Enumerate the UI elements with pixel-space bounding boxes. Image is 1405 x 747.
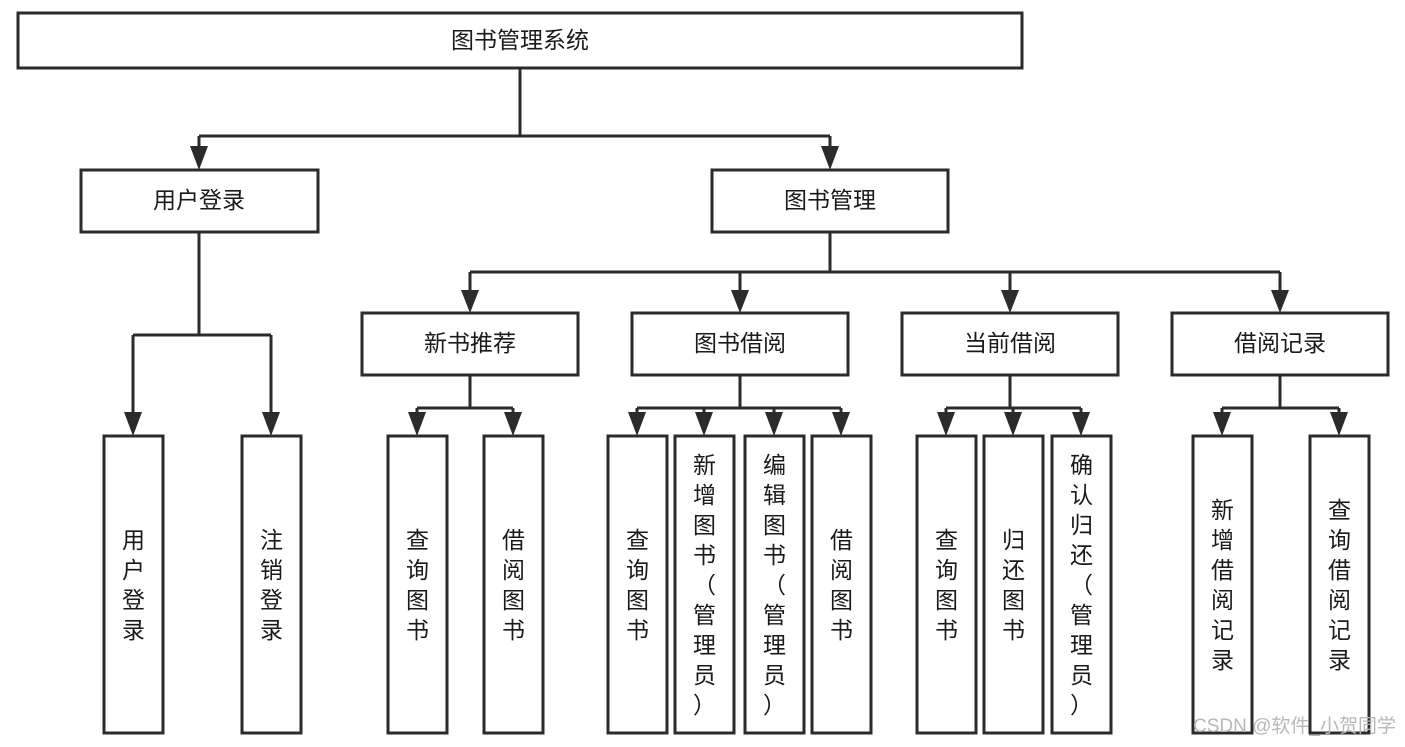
node-book-borrow-label: 图书借阅 — [694, 330, 786, 356]
arrow-bookmgmt-to-borrow — [731, 290, 749, 313]
leaf-edit-book-admin[interactable]: 编辑图书（管理员） — [743, 434, 806, 735]
arrow-current-leaf-3 — [1072, 412, 1090, 436]
leaf-query-book-borrow[interactable]: 查询图书 — [606, 434, 669, 735]
leaf-add-borrow-record-box[interactable] — [1191, 434, 1254, 735]
leaf-edit-book-admin-label: 编辑图书（管理员） — [763, 452, 786, 718]
leaf-query-book-current-box[interactable] — [915, 434, 978, 735]
leaf-logout[interactable]: 注销登录 — [240, 434, 303, 735]
arrow-root-to-book-mgmt — [821, 146, 839, 170]
leaf-query-book-current[interactable]: 查询图书 — [915, 434, 978, 735]
leaf-return-book-box[interactable] — [982, 434, 1045, 735]
arrow-bookmgmt-to-new-book — [461, 290, 479, 313]
node-current-borrow-label: 当前借阅 — [964, 330, 1056, 356]
connector-layer — [124, 68, 1348, 436]
node-user-login-box[interactable] — [79, 168, 320, 234]
leaf-add-borrow-record-label: 新增借阅记录 — [1211, 497, 1234, 673]
node-root-box[interactable] — [16, 11, 1024, 70]
node-borrow-record-label: 借阅记录 — [1234, 330, 1326, 356]
node-book-management-label: 图书管理 — [784, 187, 876, 213]
arrow-newbook-leaf-1 — [408, 412, 426, 436]
leaf-add-book-admin-label: 新增图书（管理员） — [693, 452, 716, 718]
leaf-return-book-label: 归还图书 — [1002, 527, 1025, 643]
leaf-borrow-book-label: 借阅图书 — [830, 527, 853, 643]
leaf-query-book-borrow-label: 查询图书 — [626, 527, 649, 643]
arrow-current-leaf-2 — [1004, 412, 1022, 436]
leaf-logout-label: 注销登录 — [260, 527, 283, 643]
leaf-borrow-book-rec-label: 借阅图书 — [502, 527, 525, 643]
node-new-book-recommend-box[interactable] — [360, 311, 580, 377]
node-book-management-box[interactable] — [710, 168, 950, 234]
node-current-borrow[interactable]: 当前借阅 — [900, 311, 1120, 377]
node-current-borrow-box[interactable] — [900, 311, 1120, 377]
leaf-return-book[interactable]: 归还图书 — [982, 434, 1045, 735]
node-borrow-record[interactable]: 借阅记录 — [1170, 311, 1390, 377]
leaf-confirm-return-admin-label: 确认归还（管理员） — [1070, 452, 1093, 718]
node-new-book-recommend-label: 新书推荐 — [424, 330, 516, 356]
leaf-add-book-admin-box[interactable] — [673, 434, 736, 735]
watermark-label: CSDN @软件_小贺同学 — [1193, 715, 1396, 737]
arrow-current-leaf-1 — [937, 412, 955, 436]
node-book-borrow[interactable]: 图书借阅 — [630, 311, 850, 377]
arrow-borrow-leaf-2 — [695, 412, 713, 436]
arrow-newbook-leaf-2 — [504, 412, 522, 436]
leaf-user-login-box[interactable] — [102, 434, 165, 735]
node-book-borrow-box[interactable] — [630, 311, 850, 377]
leaf-add-borrow-record[interactable]: 新增借阅记录 — [1191, 434, 1254, 735]
leaf-query-book-current-label: 查询图书 — [935, 527, 958, 643]
leaf-query-borrow-record-box[interactable] — [1308, 434, 1371, 735]
node-new-book-recommend[interactable]: 新书推荐 — [360, 311, 580, 377]
arrow-record-leaf-1 — [1213, 412, 1231, 436]
leaf-user-login-label: 用户登录 — [122, 527, 145, 643]
leaf-add-book-admin[interactable]: 新增图书（管理员） — [673, 434, 736, 735]
leaf-confirm-return-admin-box[interactable] — [1050, 434, 1113, 735]
node-user-login[interactable]: 用户登录 — [79, 168, 320, 234]
leaf-query-borrow-record[interactable]: 查询借阅记录 — [1308, 434, 1371, 735]
node-book-management[interactable]: 图书管理 — [710, 168, 950, 234]
leaf-edit-book-admin-box[interactable] — [743, 434, 806, 735]
leaf-borrow-book-rec[interactable]: 借阅图书 — [482, 434, 545, 735]
node-user-login-label: 用户登录 — [153, 187, 245, 213]
arrow-bookmgmt-to-current — [1001, 290, 1019, 313]
arrow-userlogin-leaf-2 — [262, 412, 280, 436]
node-root[interactable]: 图书管理系统 — [16, 11, 1024, 70]
node-root-label: 图书管理系统 — [451, 27, 589, 53]
leaf-confirm-return-admin[interactable]: 确认归还（管理员） — [1050, 434, 1113, 735]
arrow-userlogin-leaf-1 — [124, 412, 142, 436]
arrow-record-leaf-2 — [1330, 412, 1348, 436]
leaf-borrow-book[interactable]: 借阅图书 — [810, 434, 873, 735]
arrow-borrow-leaf-3 — [765, 412, 783, 436]
arrow-bookmgmt-to-record — [1271, 290, 1289, 313]
leaf-query-book-rec-box[interactable] — [386, 434, 449, 735]
leaf-query-borrow-record-label: 查询借阅记录 — [1328, 497, 1351, 673]
leaf-query-book-rec-label: 查询图书 — [406, 527, 429, 643]
leaf-borrow-book-box[interactable] — [810, 434, 873, 735]
leaf-user-login[interactable]: 用户登录 — [102, 434, 165, 735]
leaf-query-book-borrow-box[interactable] — [606, 434, 669, 735]
node-borrow-record-box[interactable] — [1170, 311, 1390, 377]
arrow-root-to-user-login — [190, 146, 208, 170]
leaf-query-book-rec[interactable]: 查询图书 — [386, 434, 449, 735]
arrow-borrow-leaf-4 — [832, 412, 850, 436]
arrow-borrow-leaf-1 — [628, 412, 646, 436]
leaf-borrow-book-rec-box[interactable] — [482, 434, 545, 735]
leaf-logout-box[interactable] — [240, 434, 303, 735]
